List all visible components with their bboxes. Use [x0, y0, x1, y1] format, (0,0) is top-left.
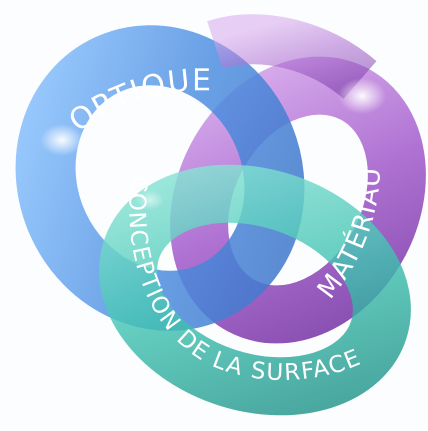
highlight-right: [338, 78, 386, 114]
highlight-center: [136, 190, 164, 210]
optique-ring: [15, 25, 305, 331]
highlight-left: [40, 124, 84, 156]
conception-ring: [99, 164, 411, 416]
